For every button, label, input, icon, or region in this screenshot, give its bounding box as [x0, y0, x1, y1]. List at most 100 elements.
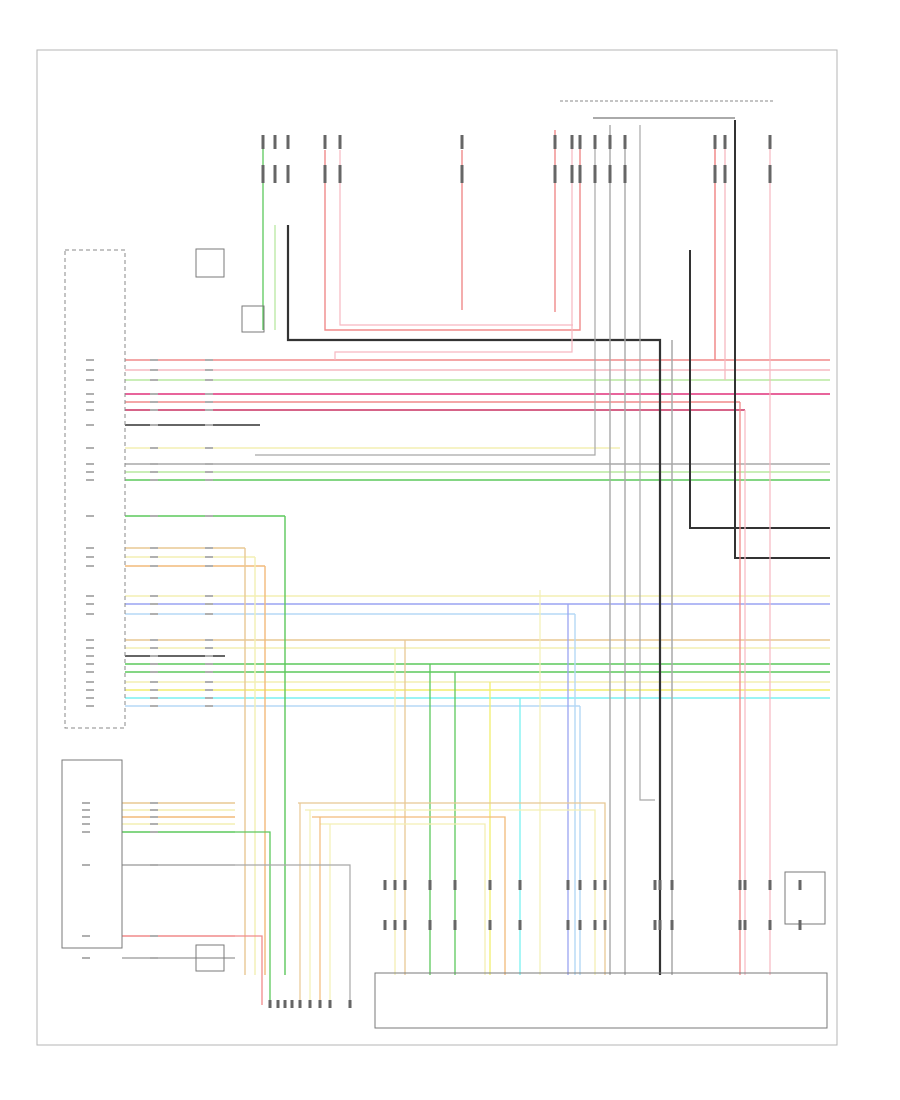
amp-wire-label-5 — [150, 831, 158, 833]
bottom-connector-pin-mid-7 — [518, 920, 522, 930]
wire-label-11 — [150, 479, 158, 481]
amp-wire-label-3 — [150, 816, 158, 818]
top-connector-lower-pin-5 — [338, 165, 342, 183]
top-connector-pin-2 — [273, 135, 277, 149]
top-connector-pin-15 — [768, 135, 772, 149]
pin-label-8 — [86, 447, 94, 449]
wire-label-10 — [150, 471, 158, 473]
amp-wire-label-2 — [150, 809, 158, 811]
top-connector-lower-pin-7 — [553, 165, 557, 183]
top-connector-pin-10 — [593, 135, 597, 149]
top-connector-lower-pin-2 — [273, 165, 277, 183]
top-connector-lower-pin-9 — [578, 165, 582, 183]
top-connector-lower-pin-11 — [608, 165, 612, 183]
wire-label-3 — [150, 379, 158, 381]
pin-label-4 — [86, 393, 94, 395]
amp-pin-label-4 — [82, 823, 90, 825]
harness-connector-pin-3 — [283, 1000, 287, 1008]
pin-label-7 — [86, 424, 94, 426]
top-connector-pin-1 — [261, 135, 265, 149]
top-connector-pin-11 — [608, 135, 612, 149]
pin-label-18 — [86, 613, 94, 615]
wire-label-13 — [150, 547, 158, 549]
amp-bus-tan — [298, 802, 606, 975]
fuse-wire-red-1 — [324, 140, 581, 331]
pin-label-9 — [86, 463, 94, 465]
antenna-box-bottom — [195, 944, 225, 972]
bottom-connector-pin-mid-15 — [738, 920, 742, 930]
amp-pin-label-8 — [82, 957, 90, 959]
bottom-connector-pin-top-17 — [768, 880, 772, 890]
bottom-connector-pin-top-12 — [653, 880, 657, 890]
pin-label-2 — [86, 369, 94, 371]
amplifier-module-outline — [61, 759, 123, 949]
amp-bus-orange — [312, 816, 506, 975]
amp-wire-label-6 — [150, 864, 158, 866]
top-connector-pin-3 — [286, 135, 290, 149]
bottom-connector-pin-top-18 — [798, 880, 802, 890]
wire-label-15 — [150, 565, 158, 567]
pin-label-21 — [86, 655, 94, 657]
wire-code-20 — [205, 647, 213, 649]
top-connector-pin-4 — [323, 135, 327, 149]
amp-wire-label-7 — [150, 935, 158, 937]
amp-bus-lyellow-2 — [320, 823, 486, 975]
wire-label-17 — [150, 603, 158, 605]
wire-layer — [122, 120, 830, 1005]
wire-label-18 — [150, 613, 158, 615]
amp-bus-lyellow — [305, 809, 596, 975]
amp-pin-label-7 — [82, 935, 90, 937]
harness-connector-pin-6 — [308, 1000, 312, 1008]
pin-label-24 — [86, 681, 94, 683]
amp-pin-label-5 — [82, 831, 90, 833]
fuse-wire-pink-1 — [339, 150, 573, 326]
wire-label-19 — [150, 639, 158, 641]
bottom-connector-pin-mid-4 — [428, 920, 432, 930]
wire-label-7 — [150, 424, 158, 426]
pin-label-25 — [86, 689, 94, 691]
pin-label-22 — [86, 663, 94, 665]
wire-code-22 — [205, 663, 213, 665]
bottom-connector-pin-mid-6 — [488, 920, 492, 930]
wire-code-13 — [205, 547, 213, 549]
bottom-connector-pin-mid-9 — [578, 920, 582, 930]
black-run-right-2 — [689, 250, 830, 529]
top-connector-pin-8 — [570, 135, 574, 149]
pin-label-23 — [86, 671, 94, 673]
top-connector-pin-7 — [553, 135, 557, 149]
amp-pin-label-1 — [82, 802, 90, 804]
wire-label-8 — [150, 447, 158, 449]
wire-label-26 — [150, 697, 158, 699]
wire-code-23 — [205, 671, 213, 673]
pin-label-11 — [86, 479, 94, 481]
diagram-frame — [36, 49, 838, 1046]
pin-label-27 — [86, 705, 94, 707]
bottom-connector-pin-top-14 — [670, 880, 674, 890]
top-connector-lower-pin-1 — [261, 165, 265, 183]
pin-label-17 — [86, 603, 94, 605]
pin-label-15 — [86, 565, 94, 567]
wire-code-3 — [205, 379, 213, 381]
top-connector-lower-pin-8 — [570, 165, 574, 183]
bottom-connector-pin-top-13 — [658, 880, 662, 890]
harness-connector-pin-1 — [268, 1000, 272, 1008]
harness-connector-pin-8 — [328, 1000, 332, 1008]
gray-run-4 — [639, 125, 655, 801]
wire-code-2 — [205, 369, 213, 371]
wire-code-14 — [205, 556, 213, 558]
splice-box — [241, 305, 265, 333]
bottom-connector-pin-top-4 — [428, 880, 432, 890]
bottom-connector-pin-top-11 — [603, 880, 607, 890]
top-connector-lower-pin-15 — [768, 165, 772, 183]
bottom-connector-pin-mid-13 — [658, 920, 662, 930]
top-connector-pin-12 — [623, 135, 627, 149]
wire-label-24 — [150, 681, 158, 683]
amp-wire-label-4 — [150, 823, 158, 825]
wire-code-25 — [205, 689, 213, 691]
wire-label-27 — [150, 705, 158, 707]
top-connector-lower-pin-12 — [623, 165, 627, 183]
pin-label-3 — [86, 379, 94, 381]
wire-code-9 — [205, 463, 213, 465]
top-connector-lower-pin-13 — [713, 165, 717, 183]
